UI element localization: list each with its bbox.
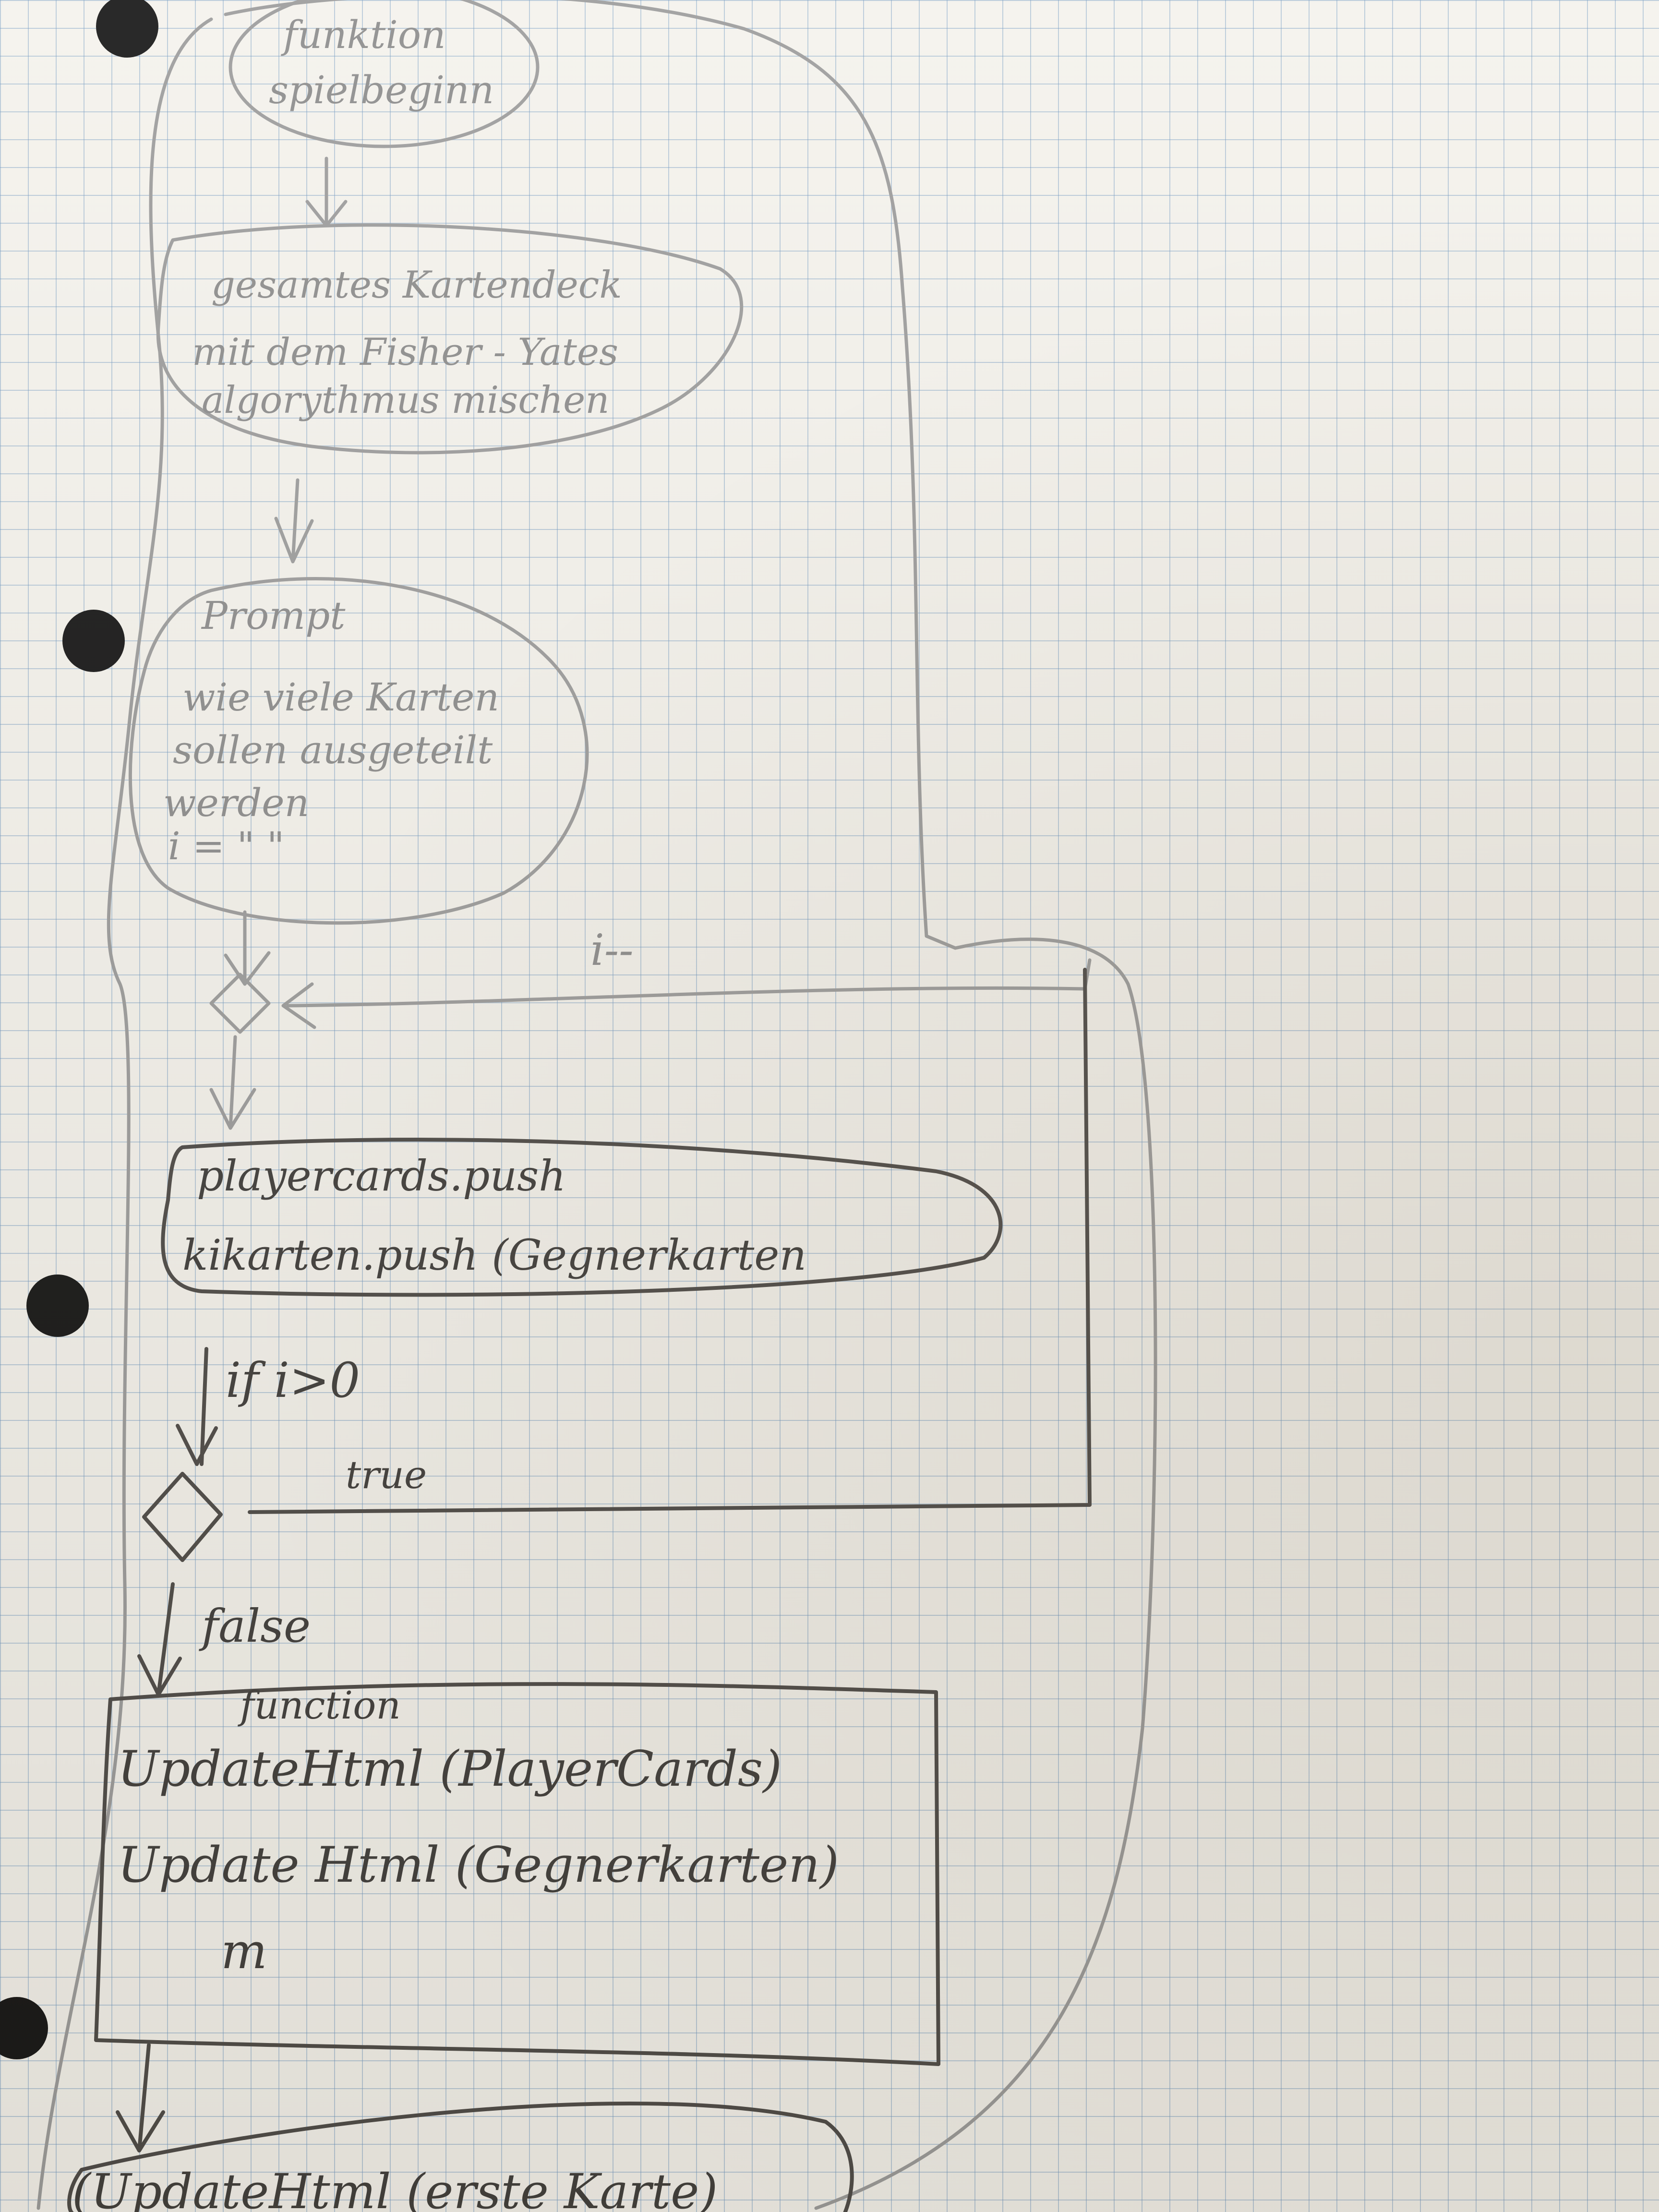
shuffle-line-1: gesamtes Kartendeck [211, 264, 622, 307]
arrow-merge-to-push [209, 1035, 256, 1130]
update-line-3: m [221, 1923, 267, 1980]
decision-diamond [142, 1472, 223, 1562]
merge-diamond [209, 973, 271, 1034]
final-node [67, 2102, 854, 2212]
prompt-line-3: sollen ausgeteilt [173, 728, 493, 772]
punch-hole-1 [96, 0, 158, 58]
final-label: (UpdateHtml (erste Karte) [72, 2164, 718, 2212]
true-edge [248, 968, 1092, 1514]
prompt-line-5: i = " " [168, 824, 285, 868]
prompt-node [128, 577, 589, 925]
start-node [228, 0, 540, 148]
prompt-line-2: wie viele Karten [182, 675, 499, 720]
loop-back-edge [281, 958, 1092, 1029]
arrow-push-to-condition [176, 1347, 218, 1466]
true-label: true [346, 1453, 427, 1497]
update-line-2: Update Html (Gegnerkarten) [118, 1837, 839, 1894]
condition-label: if i>0 [226, 1352, 360, 1408]
arrow-shuffle-to-prompt [274, 478, 314, 564]
prompt-line-4: werden [163, 781, 309, 825]
false-label: false [199, 1600, 311, 1653]
shuffle-line-2: mit dem Fisher - Yates [192, 331, 618, 374]
arrow-prompt-to-merge [224, 910, 271, 986]
push-node [161, 1138, 1003, 1297]
loop-label: i-- [590, 925, 634, 975]
start-line-1: funktion [281, 12, 446, 57]
false-edge [137, 1582, 182, 1696]
outer-boundary [36, 0, 1157, 2210]
update-line-1: UpdateHtml (PlayerCards) [118, 1741, 782, 1798]
update-title: function [238, 1683, 401, 1728]
push-line-1: playercards.push [197, 1151, 566, 1201]
punch-hole-4 [0, 1997, 48, 2059]
push-line-2: kikarten.push (Gegnerkarten [182, 1230, 806, 1280]
punch-hole-2 [62, 610, 125, 672]
punch-hole-3 [26, 1274, 89, 1337]
arrow-start-to-shuffle [305, 156, 348, 228]
shuffle-node [156, 223, 744, 455]
update-function-box [94, 1682, 940, 2066]
shuffle-line-3: algorythmus mischen [202, 379, 610, 422]
start-line-2: spielbeginn [269, 68, 494, 112]
arrow-update-to-final [116, 2043, 165, 2152]
prompt-line-1: Prompt [201, 593, 346, 638]
